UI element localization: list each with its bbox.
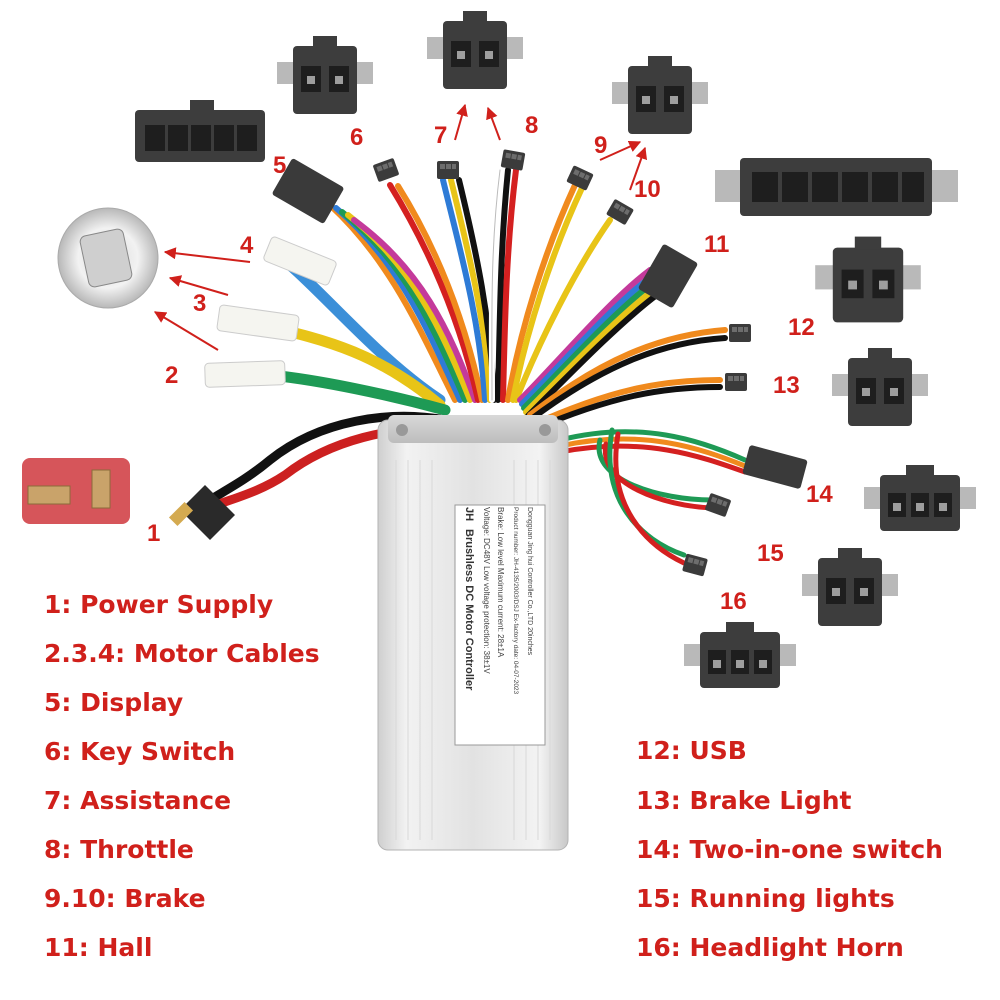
callout-14: 14: [806, 481, 833, 508]
legend-headlight-horn: 16: Headlight Horn: [636, 933, 904, 962]
display-plug: [272, 158, 344, 224]
callout-9: 9: [594, 132, 608, 159]
legend-key-switch: 6: Key Switch: [44, 737, 236, 766]
callout-15: 15: [757, 540, 784, 567]
callout-10: 10: [634, 176, 661, 203]
connector-face-5pin: [135, 100, 265, 162]
connector-face-6pin: [715, 158, 958, 216]
controller-row4: Dongguan Jing hui Controller Co.,LTD 20i…: [526, 507, 533, 656]
controller-row1: Voltage: DC48V Low voltage protection: 3…: [482, 507, 491, 674]
callout-2: 2: [165, 362, 179, 389]
legend-hall: 11: Hall: [44, 933, 153, 962]
callout-arrows: [153, 103, 648, 351]
connector-face-two-in-one: [864, 465, 976, 531]
connector-face-headlight: [684, 622, 796, 688]
hall-plug: [638, 244, 698, 308]
callout-3: 3: [193, 290, 207, 317]
motor-bullets: [204, 236, 337, 388]
callout-16: 16: [720, 588, 747, 615]
callout-12: 12: [788, 314, 815, 341]
legend-assistance: 7: Assistance: [44, 786, 232, 815]
callout-4: 4: [240, 232, 254, 259]
controller-housing: [377, 415, 569, 851]
callout-11: 11: [704, 231, 730, 258]
callout-8: 8: [525, 112, 539, 139]
connector-face-top-2: [427, 11, 523, 89]
callout-5: 5: [273, 152, 287, 179]
callout-7: 7: [434, 122, 448, 149]
two-in-one-plug: [742, 445, 808, 489]
legend-display: 5: Display: [44, 688, 184, 717]
xt-plug-photo: [22, 458, 130, 524]
controller-title: Brushless DC Motor Controller: [463, 529, 475, 691]
legend-brake: 9.10: Brake: [44, 884, 206, 913]
callout-13: 13: [773, 372, 800, 399]
round-connector-photo: [57, 207, 159, 309]
legend-power-supply: 1: Power Supply: [44, 590, 274, 619]
callout-1: 1: [147, 520, 161, 547]
connector-face-brake-light: [832, 348, 928, 426]
controller-label: JH Brushless DC Motor Controller Voltage…: [455, 505, 545, 745]
connector-face-top-3: [612, 56, 708, 134]
legend-throttle: 8: Throttle: [44, 835, 194, 864]
controller-row2: Brake: Low level Maximum current: 28±1A: [496, 507, 505, 658]
connector-face-running: [802, 548, 898, 626]
legend-motor-cables: 2.3.4: Motor Cables: [44, 639, 320, 668]
legend-two-in-one: 14: Two-in-one switch: [636, 835, 943, 864]
power-plug: [168, 485, 235, 540]
legend-usb: 12: USB: [636, 736, 747, 765]
connector-face-top-1: [277, 36, 373, 114]
connector-face-usb: [815, 236, 921, 323]
legend-brake-light: 13: Brake Light: [636, 786, 852, 815]
wire-bundle: [190, 167, 748, 566]
legend-running-lights: 15: Running lights: [636, 884, 895, 913]
controller-brand: JH: [463, 507, 475, 522]
callout-6: 6: [350, 124, 364, 151]
controller-row3: Product number: JH-4135/2003/DSJ Ex-fact…: [512, 507, 519, 695]
